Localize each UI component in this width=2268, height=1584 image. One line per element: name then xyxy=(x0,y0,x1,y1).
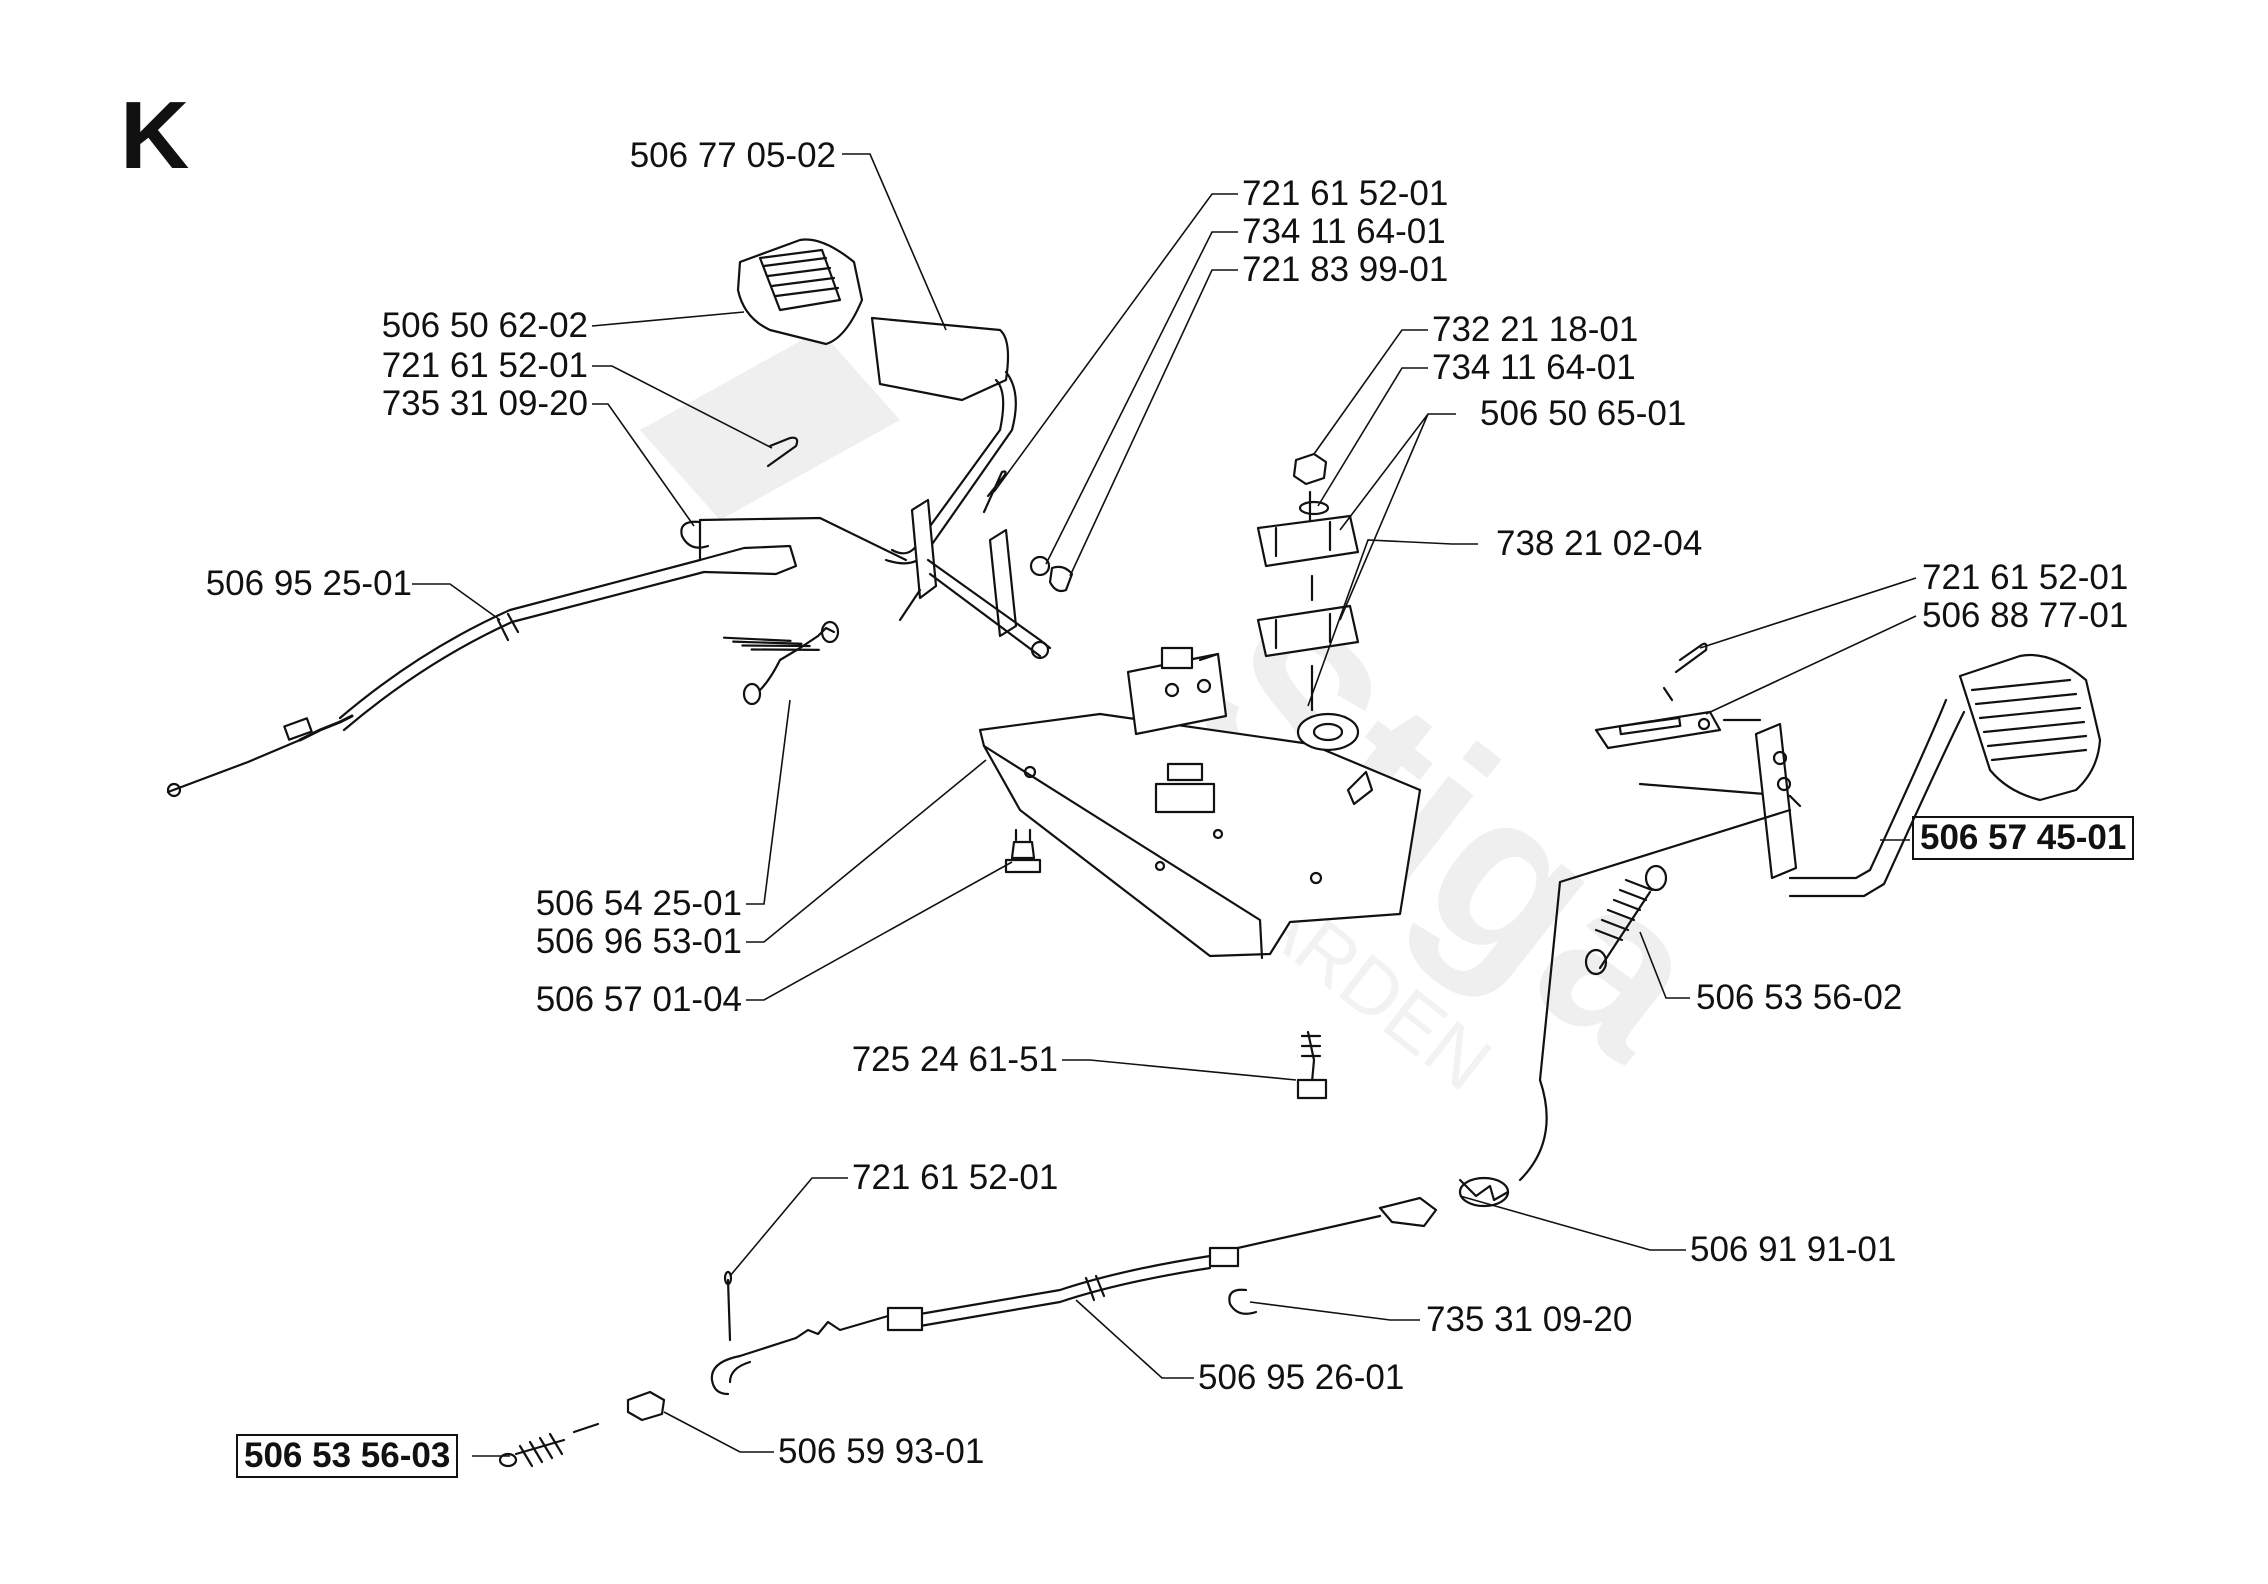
part-label[interactable]: 506 77 05-02 xyxy=(629,136,836,175)
part-label[interactable]: 506 57 01-04 xyxy=(535,980,742,1019)
bolt-725-24-61 xyxy=(1296,1030,1328,1100)
part-label-boxed[interactable]: 506 53 56-03 xyxy=(236,1434,459,1478)
link-plate-506-88-77 xyxy=(1594,710,1762,750)
spring-left-upper xyxy=(722,620,840,706)
block-506-50-65-lower xyxy=(1256,574,1360,712)
cable-506-95-25 xyxy=(166,516,908,798)
cotter-pin-left xyxy=(766,436,799,468)
clamp-block-center xyxy=(1126,646,1228,736)
part-label[interactable]: 506 91 91-01 xyxy=(1690,1230,1897,1269)
part-label[interactable]: 506 95 26-01 xyxy=(1198,1358,1405,1397)
part-label[interactable]: 506 95 25-01 xyxy=(205,564,412,603)
nut-732-21-18 xyxy=(1292,452,1330,522)
pedal-pad-left xyxy=(736,238,864,346)
spring-506-53-56-02 xyxy=(1584,864,1668,976)
part-label[interactable]: 721 61 52-01 xyxy=(1242,174,1449,213)
cable-506-95-26 xyxy=(710,808,1792,1396)
part-label[interactable]: 734 11 64-01 xyxy=(1242,212,1446,251)
section-letter: K xyxy=(120,82,190,189)
bolt-506-57-01 xyxy=(1004,828,1042,874)
part-label[interactable]: 506 59 93-01 xyxy=(778,1432,985,1471)
pedal-plate-left xyxy=(870,316,1017,565)
e-clip-left xyxy=(680,520,710,549)
part-label[interactable]: 732 21 18-01 xyxy=(1432,310,1639,349)
cotter-pin-right xyxy=(1662,642,1708,702)
part-label[interactable]: 721 61 52-01 xyxy=(852,1158,1059,1197)
clip-506-59-93 xyxy=(626,1390,666,1422)
block-506-50-65-upper xyxy=(1256,514,1360,568)
pedal-pad-right xyxy=(1958,654,2102,802)
center-plate-506-96-53 xyxy=(978,712,1422,960)
part-label[interactable]: 734 11 64-01 xyxy=(1432,348,1636,387)
bolt-721-83 xyxy=(1029,555,1074,593)
part-label[interactable]: 506 50 62-02 xyxy=(381,306,588,345)
cotter-pin-center xyxy=(982,470,1007,514)
part-label[interactable]: 725 24 61-51 xyxy=(851,1040,1058,1079)
pedal-arm-right-506-57-45 xyxy=(1638,698,1966,898)
pedal-bracket-left xyxy=(898,498,1052,660)
part-label[interactable]: 506 54 25-01 xyxy=(535,884,742,923)
part-label[interactable]: 735 31 09-20 xyxy=(1426,1300,1633,1339)
part-label[interactable]: 721 61 52-01 xyxy=(381,346,588,385)
part-label-boxed[interactable]: 506 57 45-01 xyxy=(1912,816,2135,860)
part-label[interactable]: 721 83 99-01 xyxy=(1242,250,1449,289)
leader-lines xyxy=(412,153,1917,1457)
part-label[interactable]: 721 61 52-01 xyxy=(1922,558,2129,597)
part-label[interactable]: 506 50 65-01 xyxy=(1480,394,1687,433)
part-label[interactable]: 735 31 09-20 xyxy=(381,384,588,423)
part-label[interactable]: 506 88 77-01 xyxy=(1922,596,2129,635)
spring-506-53-56-03 xyxy=(498,1422,600,1468)
e-clip-lower xyxy=(1228,1288,1258,1315)
part-label[interactable]: 506 53 56-02 xyxy=(1696,978,1903,1017)
part-label[interactable]: 738 21 02-04 xyxy=(1496,524,1703,563)
part-label[interactable]: 506 96 53-01 xyxy=(535,922,742,961)
cotter-pin-lower xyxy=(723,1270,733,1342)
